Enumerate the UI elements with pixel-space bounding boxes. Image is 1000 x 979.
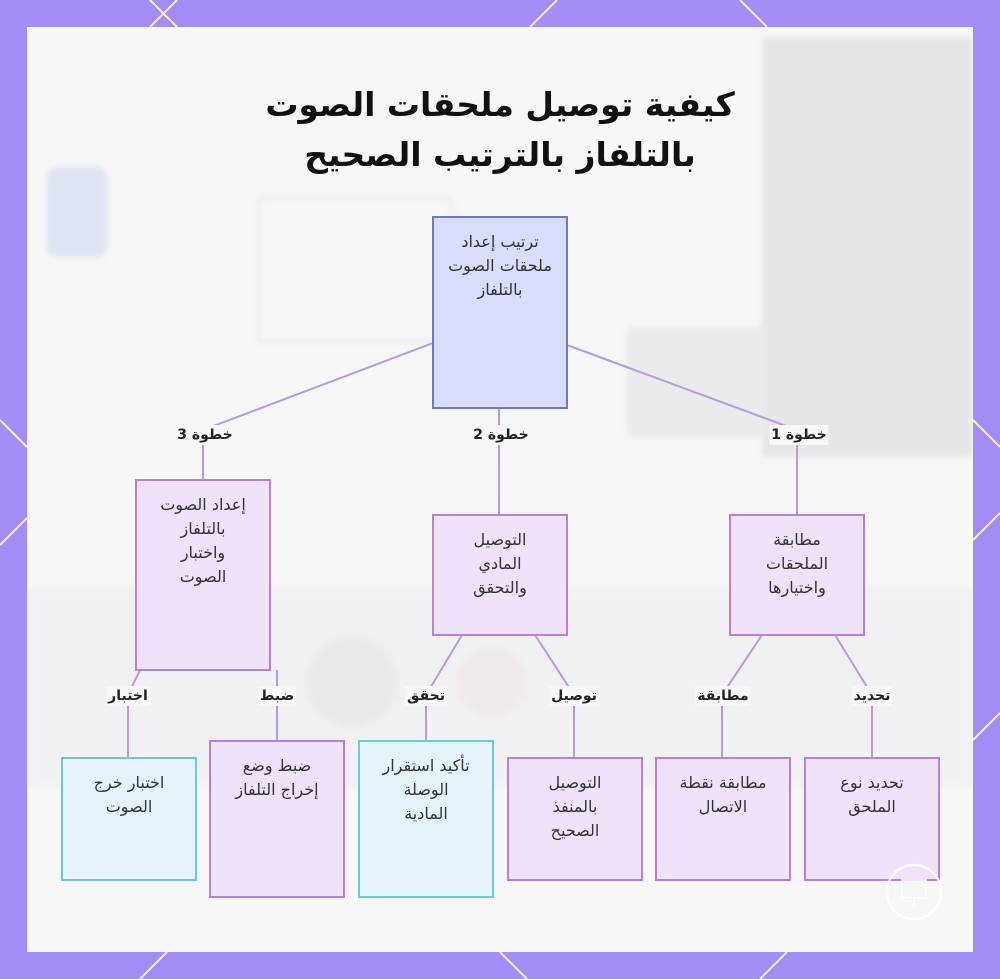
leaf-adjust-label: ضبط وضع إخراج التلفاز	[235, 756, 319, 799]
step-3-node: إعداد الصوت بالتلفاز واختبار الصوت	[135, 479, 271, 671]
step-2-label: التوصيل المادي والتحقق	[473, 530, 527, 597]
page-title: كيفية توصيل ملحقات الصوت بالتلفاز بالترت…	[0, 80, 1000, 180]
edge-label-step3: خطوة 3	[175, 425, 235, 445]
step-1-label: مطابقة الملحقات واختيارها	[765, 530, 829, 597]
edge-label-verify: تحقق	[404, 686, 448, 706]
leaf-verify-label: تأكيد استقرار الوصلة المادية	[382, 756, 470, 823]
leaf-connect-port: التوصيل بالمنفذ الصحيح	[507, 757, 643, 881]
edge-label-adjust: ضبط	[257, 686, 297, 706]
leaf-verify-connection: تأكيد استقرار الوصلة المادية	[358, 740, 494, 898]
edge-label-identify: تحديد	[851, 686, 893, 706]
edge-label-test: اختبار	[106, 686, 150, 706]
step-3-label: إعداد الصوت بالتلفاز واختبار الصوت	[160, 495, 246, 586]
edge-label-connect: توصيل	[549, 686, 599, 706]
leaf-identify-label: تحديد نوع الملحق	[840, 773, 904, 816]
edge-label-match: مطابقة	[695, 686, 751, 706]
title-line-2: بالتلفاز بالترتيب الصحيح	[304, 135, 696, 174]
step-2-node: التوصيل المادي والتحقق	[432, 514, 568, 636]
leaf-match-label: مطابقة نقطة الاتصال	[679, 773, 767, 816]
edge-label-step1: خطوة 1	[769, 425, 829, 445]
root-node-label: ترتيب إعداد ملحقات الصوت بالتلفاز	[448, 232, 552, 299]
leaf-test-audio: اختبار خرج الصوت	[61, 757, 197, 881]
leaf-match-connection: مطابقة نقطة الاتصال	[655, 757, 791, 881]
leaf-adjust-output: ضبط وضع إخراج التلفاز	[209, 740, 345, 898]
root-node: ترتيب إعداد ملحقات الصوت بالتلفاز	[432, 216, 568, 409]
leaf-test-label: اختبار خرج الصوت	[93, 773, 165, 816]
edge-step3-test	[127, 669, 141, 758]
edge-root-step3	[202, 342, 434, 480]
edge-root-step1	[566, 344, 798, 515]
leaf-connect-label: التوصيل بالمنفذ الصحيح	[548, 773, 602, 840]
watermark-icon	[885, 863, 943, 921]
leaf-identify-accessory: تحديد نوع الملحق	[804, 757, 940, 881]
edge-label-step2: خطوة 2	[471, 425, 531, 445]
step-1-node: مطابقة الملحقات واختيارها	[729, 514, 865, 636]
title-line-1: كيفية توصيل ملحقات الصوت	[265, 85, 735, 124]
